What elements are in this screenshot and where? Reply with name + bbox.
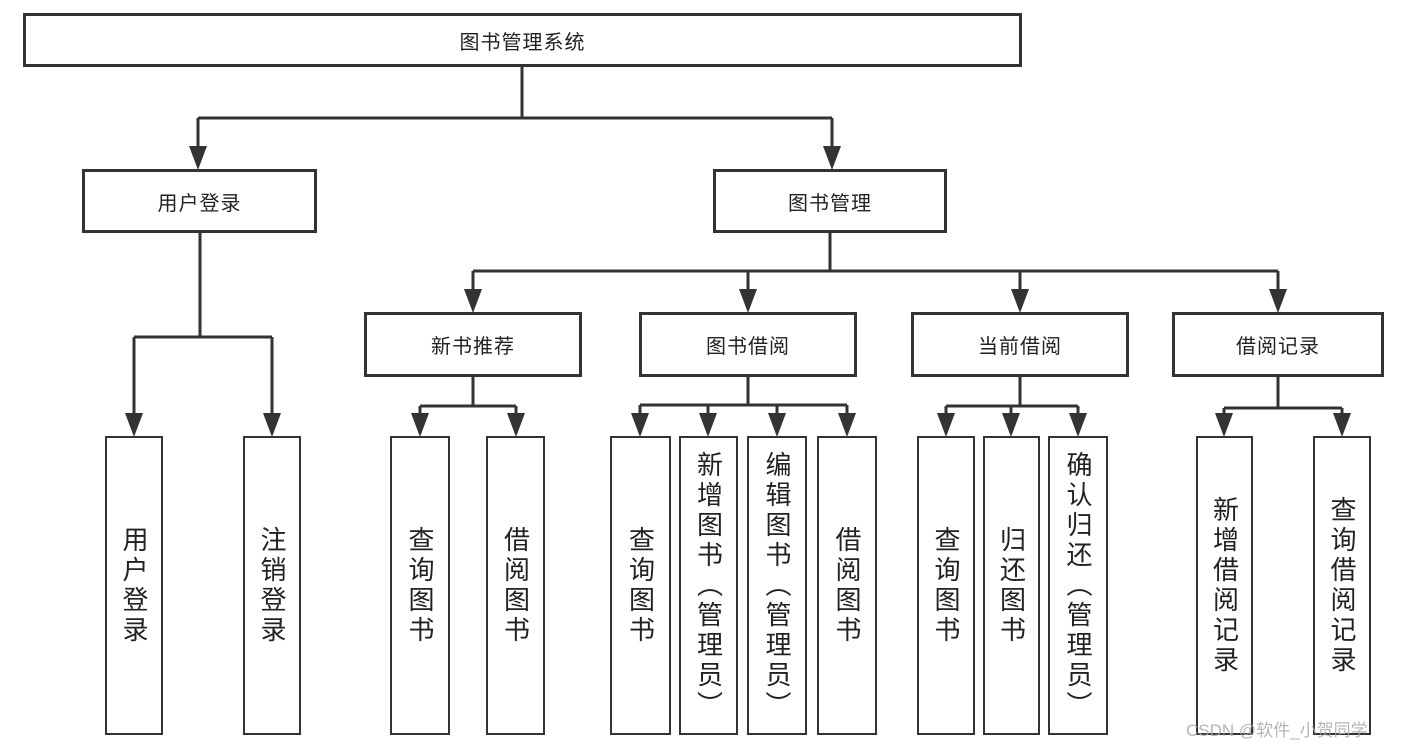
leaf-query-borrow-record-label: 查询借阅记录 (1327, 495, 1357, 676)
arrowhead-icon (1011, 289, 1029, 313)
leaf-query-books-3-label: 查询图书 (931, 525, 961, 646)
arrowhead-icon (739, 289, 757, 313)
arrowhead-icon (411, 413, 429, 437)
arrowhead-icon (464, 289, 482, 313)
node-borrowing-records-label: 借阅记录 (1236, 336, 1320, 358)
leaf-confirm-return-admin-label: 确认归还（管理员） (1063, 450, 1093, 721)
connector-borrowing-records-split (1215, 377, 1351, 437)
node-root: 图书管理系统 (23, 13, 1022, 67)
leaf-confirm-return-admin: 确认归还（管理员） (1048, 436, 1108, 735)
connector-new-book-split (411, 377, 525, 437)
arrowhead-icon (189, 146, 207, 170)
arrowhead-icon (1069, 413, 1087, 437)
connector-book-borrowing-split (631, 377, 856, 437)
csdn-watermark: CSDN @软件_小贺同学 (1186, 721, 1368, 740)
node-book-borrowing: 图书借阅 (639, 312, 857, 377)
leaf-query-books-3: 查询图书 (917, 436, 975, 735)
connector-current-borrowing-split (937, 377, 1087, 437)
leaf-add-borrow-record: 新增借阅记录 (1196, 436, 1253, 735)
arrowhead-icon (937, 413, 955, 437)
node-new-book-recommend-label: 新书推荐 (431, 336, 515, 358)
connector-book-management-split (464, 233, 1287, 313)
leaf-add-books-admin: 新增图书（管理员） (679, 436, 738, 735)
leaf-query-books-2-label: 查询图书 (625, 525, 656, 646)
leaf-query-books-2: 查询图书 (610, 436, 671, 735)
arrowhead-icon (699, 413, 717, 437)
leaf-query-books-1-label: 查询图书 (405, 525, 435, 646)
leaf-query-borrow-record: 查询借阅记录 (1313, 436, 1371, 735)
arrowhead-icon (823, 146, 841, 170)
leaf-user-login: 用户登录 (105, 436, 163, 735)
node-current-borrowing-label: 当前借阅 (978, 336, 1062, 358)
node-current-borrowing: 当前借阅 (911, 312, 1129, 377)
connector-user-login-split (125, 233, 281, 437)
arrowhead-icon (838, 413, 856, 437)
node-root-label: 图书管理系统 (459, 31, 586, 54)
leaf-logout-label: 注销登录 (257, 525, 287, 646)
arrowhead-icon (263, 413, 281, 437)
arrowhead-icon (768, 413, 786, 437)
leaf-query-books-1: 查询图书 (390, 436, 450, 735)
leaf-add-borrow-record-label: 新增借阅记录 (1209, 495, 1240, 676)
arrowhead-icon (125, 413, 143, 437)
arrowhead-icon (507, 413, 525, 437)
leaf-borrow-books-2-label: 借阅图书 (832, 525, 862, 646)
arrowhead-icon (631, 413, 649, 437)
node-user-login: 用户登录 (82, 169, 317, 233)
arrowhead-icon (1269, 289, 1287, 313)
leaf-return-books: 归还图书 (983, 436, 1040, 735)
node-borrowing-records: 借阅记录 (1172, 312, 1384, 377)
node-book-management-label: 图书管理 (788, 192, 872, 215)
leaf-edit-books-admin-label: 编辑图书（管理员） (762, 450, 792, 721)
leaf-add-books-admin-label: 新增图书（管理员） (693, 450, 724, 721)
leaf-logout: 注销登录 (243, 436, 301, 735)
leaf-borrow-books-2: 借阅图书 (817, 436, 877, 735)
leaf-borrow-books-1: 借阅图书 (486, 436, 545, 735)
leaf-user-login-label: 用户登录 (119, 525, 149, 646)
leaf-borrow-books-1-label: 借阅图书 (500, 525, 531, 646)
node-user-login-label: 用户登录 (157, 192, 242, 215)
connector-root-split (189, 67, 841, 170)
node-book-management: 图书管理 (713, 169, 947, 233)
arrowhead-icon (1333, 413, 1351, 437)
leaf-return-books-label: 归还图书 (996, 525, 1027, 646)
leaf-edit-books-admin: 编辑图书（管理员） (747, 436, 807, 735)
arrowhead-icon (1215, 413, 1233, 437)
node-new-book-recommend: 新书推荐 (364, 312, 582, 377)
arrowhead-icon (1002, 413, 1020, 437)
node-book-borrowing-label: 图书借阅 (706, 336, 790, 358)
